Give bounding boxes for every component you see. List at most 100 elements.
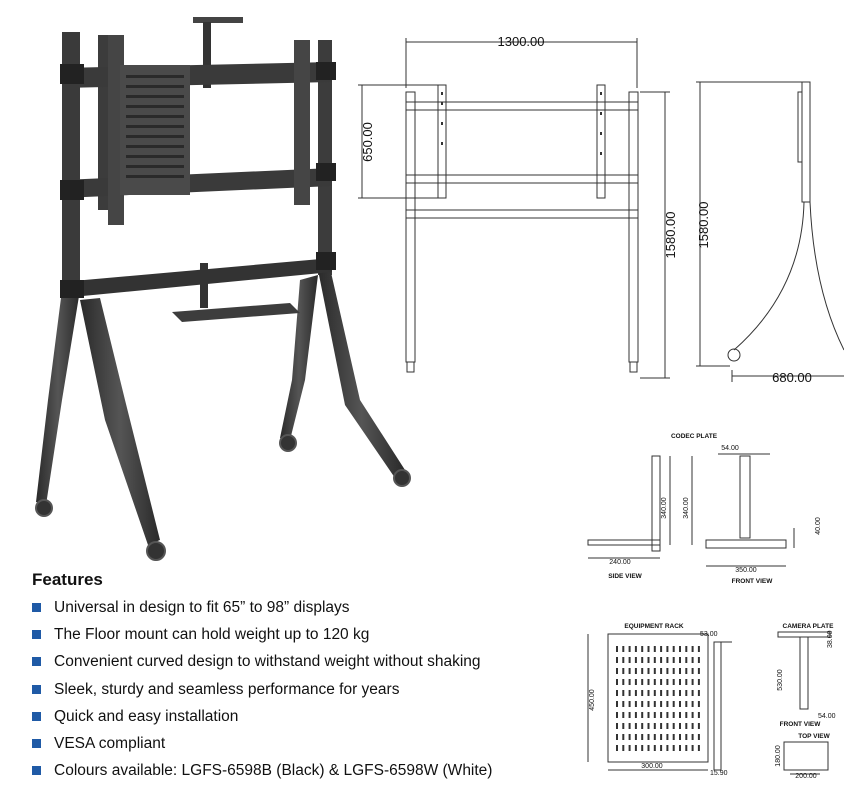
rack-slot xyxy=(628,734,631,740)
square-bullet-icon xyxy=(32,630,41,640)
camera-plate-title: CAMERA PLATE xyxy=(783,623,835,630)
rack-slot xyxy=(685,679,688,685)
rack-slot xyxy=(628,668,631,674)
rack-slot xyxy=(628,723,631,729)
rack-slot xyxy=(622,679,625,685)
feature-text: Convenient curved design to withstand we… xyxy=(54,653,481,671)
camera-front-view-label: FRONT VIEW xyxy=(780,721,822,728)
rack-slot xyxy=(641,723,644,729)
front-total-height-label: 1580.00 xyxy=(663,212,678,259)
rack-slot xyxy=(622,745,625,751)
rack-slot xyxy=(622,723,625,729)
rack-slot xyxy=(660,679,663,685)
rack-slot xyxy=(691,734,694,740)
square-bullet-icon xyxy=(32,711,41,721)
rack-slot xyxy=(641,690,644,696)
side-total-height-label: 1580.00 xyxy=(696,202,711,249)
codec-front-height: 340.00 xyxy=(683,497,690,519)
rack-slot xyxy=(666,723,669,729)
rack-slot xyxy=(666,734,669,740)
rack-slot xyxy=(666,668,669,674)
codec-side-view-label: SIDE VIEW xyxy=(608,573,642,580)
rack-slot xyxy=(672,734,675,740)
square-bullet-icon xyxy=(32,603,41,612)
codec-front-view-label: FRONT VIEW xyxy=(732,578,774,585)
rack-slot xyxy=(685,734,688,740)
rack-slot xyxy=(653,745,656,751)
feature-item: VESA compliant xyxy=(32,734,492,761)
rack-slot xyxy=(685,690,688,696)
rack-slot xyxy=(697,712,700,718)
feature-item: Convenient curved design to withstand we… xyxy=(32,652,492,679)
square-bullet-icon xyxy=(32,657,41,667)
rack-slot xyxy=(691,701,694,707)
rack-slot xyxy=(616,646,618,652)
rack-slot xyxy=(672,712,675,718)
rack-slot xyxy=(634,734,637,740)
camera-plate-drawing: CAMERA PLATE 38.00 530.00 54.00 FRONT VI… xyxy=(775,623,836,780)
rack-slot xyxy=(628,679,631,685)
feature-item: Quick and easy installation xyxy=(32,707,492,734)
rack-slot xyxy=(647,690,650,696)
rack-slot xyxy=(616,668,618,674)
rack-slot xyxy=(685,657,688,663)
rack-slot xyxy=(641,745,644,751)
camera-plate-height: 530.00 xyxy=(777,669,784,691)
rack-slot xyxy=(653,712,656,718)
rack-slot xyxy=(660,657,663,663)
rack-slot xyxy=(697,690,700,696)
camera-plate-top-width: 200.00 xyxy=(795,773,817,780)
front-technical-drawing: 1300.00 650.00 1580.00 xyxy=(358,34,678,379)
rack-slot xyxy=(697,657,700,663)
rack-slot xyxy=(641,657,644,663)
rack-slot xyxy=(666,690,669,696)
rack-slot xyxy=(697,646,700,652)
rack-slot xyxy=(679,690,681,696)
rack-slot xyxy=(660,734,663,740)
rack-slot xyxy=(685,745,688,751)
camera-plate-top-depth: 180.00 xyxy=(775,745,782,767)
rack-slot xyxy=(679,668,681,674)
codec-side-width: 240.00 xyxy=(609,559,631,566)
features-title: Features xyxy=(32,570,103,589)
rack-slot xyxy=(685,646,688,652)
rack-slot xyxy=(691,668,694,674)
rack-slot xyxy=(622,657,625,663)
feature-text: Universal in design to fit 65” to 98” di… xyxy=(54,599,350,616)
equipment-rack-depth: 15.90 xyxy=(710,770,728,777)
camera-top-view-label: TOP VIEW xyxy=(798,733,830,740)
rack-slot xyxy=(653,701,656,707)
rack-slot xyxy=(647,657,650,663)
rack-slot xyxy=(653,679,656,685)
rack-slot xyxy=(672,668,675,674)
rack-slot xyxy=(672,723,675,729)
rack-slot xyxy=(653,657,656,663)
rack-slot xyxy=(634,668,637,674)
rack-slot xyxy=(666,701,669,707)
rack-slot xyxy=(616,712,618,718)
rack-slot xyxy=(634,679,637,685)
rack-slot xyxy=(653,646,656,652)
rack-slot xyxy=(679,646,681,652)
feature-text: Colours available: LGFS-6598B (Black) & … xyxy=(54,762,493,780)
rack-slot xyxy=(634,657,637,663)
feature-text: Quick and easy installation xyxy=(54,707,239,725)
feature-text: VESA compliant xyxy=(54,734,166,752)
floor-stand-product-image xyxy=(35,17,411,561)
feature-text: Sleek, sturdy and seamless performance f… xyxy=(54,680,400,698)
rack-slot xyxy=(628,701,631,707)
rack-slot xyxy=(691,745,694,751)
equipment-rack-drawing: EQUIPMENT RACK 450.00 300.00 53.00 15.90 xyxy=(587,623,732,777)
rack-slot xyxy=(666,679,669,685)
side-depth-label: 680.00 xyxy=(772,370,812,385)
rack-slot xyxy=(634,701,637,707)
features-list: Universal in design to fit 65” to 98” di… xyxy=(32,598,492,788)
rack-slot xyxy=(647,745,650,751)
feature-item: Colours available: LGFS-6598B (Black) & … xyxy=(32,761,492,788)
rack-slot xyxy=(660,712,663,718)
rack-slot xyxy=(622,668,625,674)
equipment-rack-width: 300.00 xyxy=(641,763,663,770)
rack-slot xyxy=(622,646,625,652)
square-bullet-icon xyxy=(32,738,41,748)
rack-slot xyxy=(634,646,637,652)
